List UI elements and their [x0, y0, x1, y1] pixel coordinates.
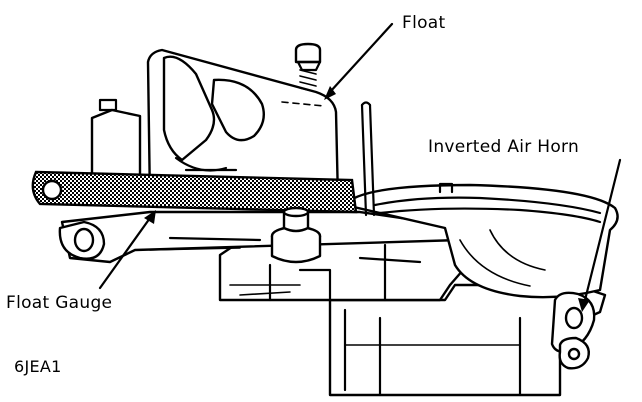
- label-float-gauge: Float Gauge: [6, 293, 112, 313]
- leader-inverted-air-horn: [583, 158, 622, 302]
- label-float: Float: [402, 13, 446, 33]
- leader-lines: [98, 22, 622, 312]
- flange-screw: [270, 206, 322, 264]
- leader-float-gauge: [98, 216, 152, 290]
- float-gauge-bar: [31, 170, 358, 214]
- leader-float: [328, 22, 394, 94]
- air-horn-body: [58, 182, 619, 397]
- float-assembly: [90, 42, 376, 217]
- figure-code: 6JEA1: [14, 357, 62, 376]
- label-inverted-air-horn: Inverted Air Horn: [428, 137, 579, 157]
